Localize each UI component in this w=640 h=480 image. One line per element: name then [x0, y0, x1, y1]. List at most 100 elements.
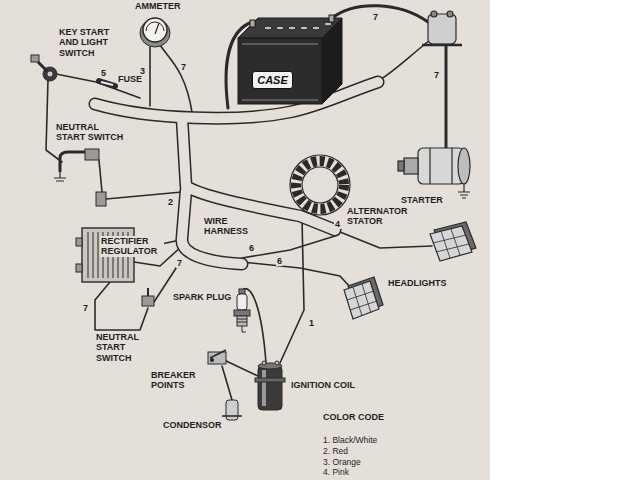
part-label: CONDENSOR	[162, 420, 223, 430]
legend-heading: COLOR CODE	[322, 412, 385, 422]
wire-number: 7	[372, 12, 379, 22]
wire	[99, 160, 102, 192]
headlight	[433, 229, 469, 258]
wire	[222, 366, 232, 400]
neutral-switch-lower	[142, 296, 154, 306]
spark-plug	[234, 310, 250, 316]
part-label: NEUTRAL START SWITCH	[95, 332, 149, 363]
part-label: SPARK PLUG	[172, 292, 232, 302]
part-label: WIRE HARNESS	[203, 216, 255, 237]
ignition-coil	[262, 370, 266, 406]
wire	[95, 282, 148, 330]
battery-cable	[445, 45, 448, 152]
wire-harness	[182, 118, 335, 230]
condensor	[226, 400, 238, 420]
solenoid	[422, 44, 462, 47]
color-code-entry: 3. Orange	[322, 458, 362, 468]
battery	[250, 20, 255, 27]
battery-cable	[332, 6, 428, 22]
solenoid	[447, 11, 453, 17]
neutral-switch-upper	[54, 149, 106, 206]
solenoid	[428, 14, 456, 44]
spark-plug	[239, 289, 245, 294]
wire-number: 6	[276, 256, 283, 266]
neutral-switch-upper	[85, 149, 99, 160]
part-label: ALTERNATOR STATOR	[346, 206, 418, 227]
fuse	[99, 81, 115, 86]
ignition-coil	[262, 361, 266, 365]
part-label: IGNITION COIL	[290, 380, 356, 390]
ignition-coil	[255, 378, 285, 382]
wire-number: 4	[334, 219, 341, 229]
key-switch	[47, 71, 53, 77]
wire	[242, 236, 335, 258]
battery	[238, 38, 322, 104]
key-switch	[31, 55, 39, 62]
wire	[280, 218, 304, 363]
wire-number: 3	[139, 66, 146, 76]
part-label: HEADLIGHTS	[387, 278, 448, 288]
starter-motor	[418, 148, 464, 184]
wire-number: 7	[433, 70, 440, 80]
ammeter	[140, 19, 170, 47]
breaker-points	[210, 358, 213, 361]
fuse	[99, 81, 115, 86]
wire	[376, 40, 430, 82]
wire	[160, 45, 192, 112]
part-label: STARTER	[400, 195, 444, 205]
part-label: NEUTRAL START SWITCH	[55, 122, 129, 143]
wire-number: 6	[248, 243, 255, 253]
alternator-stator	[296, 161, 344, 209]
wire-harness	[95, 82, 378, 264]
part-label: AMMETER	[134, 1, 182, 11]
battery	[238, 15, 342, 104]
wire-harness	[95, 82, 378, 264]
starter-motor	[430, 148, 452, 184]
wire-number: 7	[176, 258, 183, 268]
spark-plug	[237, 319, 247, 332]
starter-motor	[458, 184, 470, 198]
wire-number: 2	[167, 197, 174, 207]
alternator-stator	[290, 155, 350, 215]
brand-logo: CASE	[257, 74, 288, 86]
ammeter	[140, 18, 170, 47]
wire	[224, 360, 258, 376]
wire	[46, 80, 62, 162]
page-ground	[0, 0, 490, 480]
headlight	[430, 226, 472, 261]
part-label: BREAKER POINTS	[150, 370, 204, 391]
ammeter	[146, 22, 164, 31]
condensor	[222, 415, 242, 417]
alternator-stator	[302, 167, 338, 203]
battery	[242, 44, 318, 100]
starter-motor	[404, 158, 418, 174]
fuse	[101, 82, 113, 85]
wire-number: 5	[100, 68, 107, 78]
neutral-switch-upper	[96, 192, 106, 206]
key-switch	[31, 55, 57, 81]
condensor	[222, 400, 242, 420]
key-switch	[38, 62, 47, 71]
part-label: KEY START AND LIGHT SWITCH	[58, 27, 126, 58]
solenoid	[422, 11, 462, 45]
ignition-coil	[258, 366, 282, 410]
wire-number: 1	[308, 318, 315, 328]
starter-motor	[458, 148, 470, 184]
color-code-entry: 1. Black/White	[322, 436, 378, 446]
rectifier-regulator	[76, 238, 82, 246]
neutral-switch-lower	[142, 288, 154, 306]
starter-motor	[398, 161, 404, 171]
wire	[242, 262, 350, 287]
battery-cable	[226, 6, 446, 152]
battery	[312, 26, 320, 30]
wire-number: 7	[82, 303, 89, 313]
battery	[329, 15, 334, 22]
battery	[300, 26, 308, 30]
solenoid	[431, 11, 437, 17]
ammeter	[143, 18, 167, 42]
ignition-coil	[275, 361, 279, 365]
